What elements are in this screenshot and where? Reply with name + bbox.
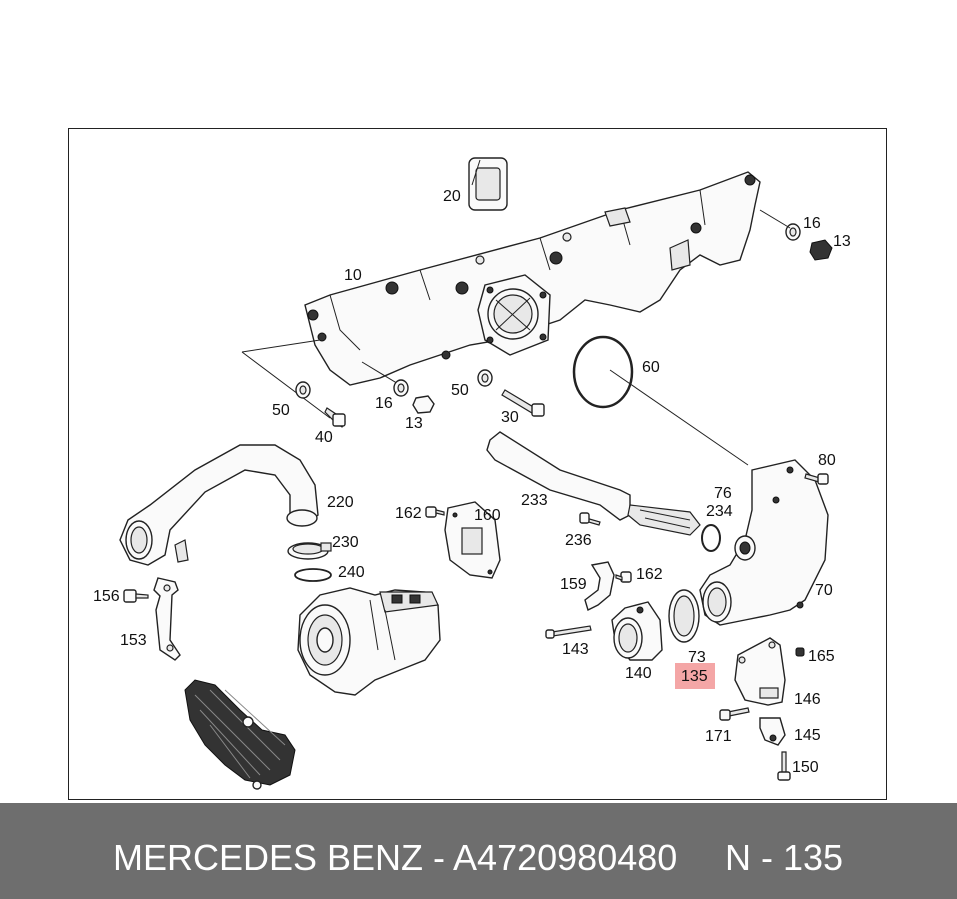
callout-162-upper: 162: [395, 505, 422, 522]
clamp-145[interactable]: [759, 717, 786, 746]
bracket-160[interactable]: [444, 501, 501, 579]
callout-80: 80: [818, 452, 836, 469]
footer-bar: MERCEDES BENZ - A4720980480 N - 135: [0, 803, 957, 899]
charge-air-pipe-220[interactable]: [119, 444, 319, 566]
callout-140: 140: [625, 665, 652, 682]
bolt-156[interactable]: [123, 589, 149, 603]
adapter-140[interactable]: [611, 601, 663, 661]
bolt-171[interactable]: [719, 707, 750, 721]
callout-230: 230: [332, 534, 359, 551]
callout-159: 159: [560, 576, 587, 593]
callout-16-left: 16: [375, 395, 393, 412]
seal-ring-234[interactable]: [701, 524, 721, 552]
callout-76: 76: [714, 485, 732, 502]
callout-240: 240: [338, 564, 365, 581]
exhaust-elbow-70[interactable]: [699, 459, 829, 626]
callout-73: 73: [688, 649, 706, 666]
bolt-143[interactable]: [545, 625, 592, 639]
callout-156: 156: [93, 588, 120, 605]
callout-20: 20: [443, 188, 461, 205]
bolt-236[interactable]: [579, 512, 601, 526]
seal-ring-60[interactable]: [572, 335, 634, 409]
callout-13-left: 13: [405, 415, 423, 432]
turbocharger[interactable]: [297, 587, 441, 696]
bracket-146[interactable]: [734, 637, 786, 706]
callout-153: 153: [120, 632, 147, 649]
callout-236: 236: [565, 532, 592, 549]
callout-171: 171: [705, 728, 732, 745]
gasket-135[interactable]: [668, 589, 700, 643]
callout-160: 160: [474, 507, 501, 524]
callout-13-right: 13: [833, 233, 851, 250]
hose-clamp-230[interactable]: [287, 542, 332, 560]
nut-13-left[interactable]: [412, 395, 435, 414]
washer-50-left[interactable]: [295, 381, 311, 399]
bolt-165[interactable]: [795, 647, 805, 657]
callout-50-right: 50: [451, 382, 469, 399]
callout-30: 30: [501, 409, 519, 426]
bracket-153[interactable]: [153, 577, 181, 661]
part-number-text: MERCEDES BENZ - A4720980480: [113, 837, 678, 878]
bolt-150[interactable]: [777, 751, 791, 781]
manifold-gasket-20[interactable]: [468, 157, 508, 211]
callout-233: 233: [521, 492, 548, 509]
callout-135: 135: [681, 668, 708, 685]
washer-16-left[interactable]: [393, 379, 409, 397]
intake-hose[interactable]: [184, 679, 296, 790]
callout-60: 60: [642, 359, 660, 376]
callout-165: 165: [808, 648, 835, 665]
heat-shield-233[interactable]: [486, 431, 701, 536]
callout-150: 150: [792, 759, 819, 776]
callout-16-right: 16: [803, 215, 821, 232]
exhaust-manifold[interactable]: [304, 171, 761, 386]
highlight-135: [675, 663, 715, 689]
callout-40: 40: [315, 429, 333, 446]
stud-40[interactable]: [324, 407, 346, 428]
callout-220: 220: [327, 494, 354, 511]
callout-162-lower: 162: [636, 566, 663, 583]
heat-shield-159[interactable]: [584, 561, 615, 611]
bolt-162-lower[interactable]: [615, 571, 632, 583]
washer-50-right[interactable]: [477, 369, 493, 387]
callout-143: 143: [562, 641, 589, 658]
callout-146: 146: [794, 691, 821, 708]
callout-70: 70: [815, 582, 833, 599]
reference-number-text: N - 135: [725, 837, 844, 878]
seal-ring-240[interactable]: [294, 568, 332, 582]
bolt-80[interactable]: [804, 473, 829, 485]
bolt-162-upper[interactable]: [425, 506, 445, 518]
nut-13-right[interactable]: [809, 239, 833, 261]
callout-145: 145: [794, 727, 821, 744]
callout-10: 10: [344, 267, 362, 284]
callout-50-left: 50: [272, 402, 290, 419]
bolt-30[interactable]: [501, 389, 545, 417]
callout-234: 234: [706, 503, 733, 520]
